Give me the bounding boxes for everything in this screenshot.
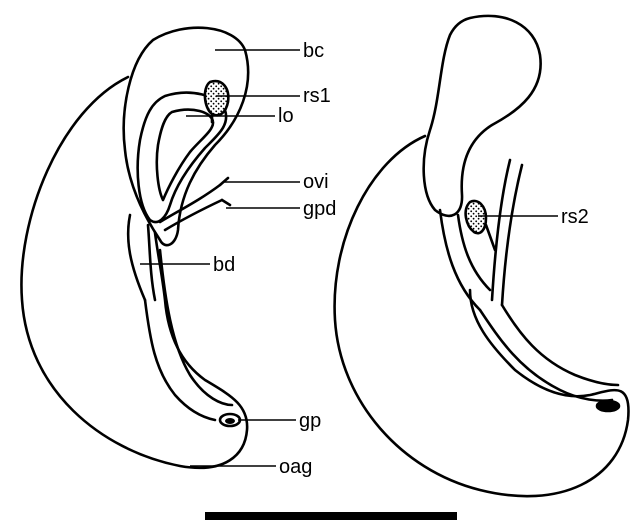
right-gland-outline (335, 136, 629, 496)
label-rs1: rs1 (303, 85, 331, 107)
label-bc: bc (303, 40, 324, 62)
right-bursa-copulatrix (424, 16, 541, 216)
scale-bar (205, 512, 457, 520)
left-receptaculum-rs1 (205, 81, 228, 115)
right-genital-pore (597, 401, 619, 411)
label-gpd: gpd (303, 198, 336, 220)
right-receptaculum-rs2 (466, 201, 486, 233)
label-rs2: rs2 (561, 206, 589, 228)
label-bd: bd (213, 254, 235, 276)
label-oag: oag (279, 456, 312, 478)
label-gp: gp (299, 410, 321, 432)
left-specimen (21, 28, 248, 468)
label-ovi: ovi (303, 171, 329, 193)
label-lo: lo (278, 105, 294, 127)
right-specimen (335, 16, 629, 496)
